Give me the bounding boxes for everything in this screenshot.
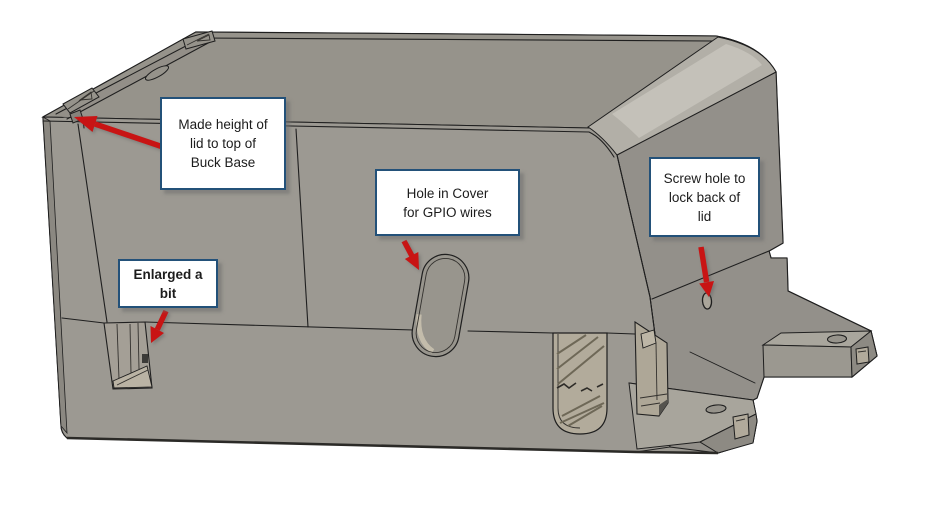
arrow-lid-height	[74, 116, 164, 150]
callout-text-line: Enlarged a	[133, 266, 203, 282]
callout-text-line: Hole in Cover	[406, 185, 489, 201]
upper-tab-side-hole	[855, 346, 870, 365]
callout-text-line: Screw hole to	[663, 170, 746, 186]
callout-text-line: Buck Base	[190, 155, 256, 170]
arrow-screw-lock	[698, 246, 714, 297]
connector-marks	[556, 382, 604, 392]
arrow-gpio-hole	[401, 239, 419, 270]
gpio-hole	[411, 253, 470, 358]
lower-tab-side-hole	[732, 413, 750, 440]
left-edge-face	[42, 116, 68, 435]
rim-slot-back	[182, 30, 216, 50]
corner-cutout	[634, 320, 669, 417]
upper-tab-screw-hole	[826, 334, 848, 344]
bottom-edge	[66, 436, 719, 455]
arrow-enlarged	[150, 309, 169, 343]
callout-text-line: lid	[697, 208, 712, 224]
callout-lid-height: Made height of lid to top of Buck Base	[160, 97, 286, 190]
enclosure-model	[41, 30, 878, 455]
lower-tab-screw-hole	[705, 404, 727, 414]
callout-text-line: bit	[159, 285, 177, 301]
corner-fillet-band	[587, 36, 777, 156]
usb-cutout	[552, 332, 608, 435]
lid-seam-lines	[42, 37, 770, 448]
lid-lock-screw-hole	[701, 292, 713, 310]
callout-text-line: for GPIO wires	[403, 204, 492, 220]
callout-screw-lock: Screw hole to lock back of lid	[649, 157, 760, 237]
callout-text-line: lid to top of	[189, 136, 257, 151]
callout-enlarged: Enlarged a bit	[118, 259, 218, 308]
callout-text-line: Made height of	[178, 117, 268, 132]
callout-gpio-hole: Hole in Cover for GPIO wires	[375, 169, 520, 236]
rim-slot-front	[62, 87, 100, 114]
rim-channel	[55, 30, 216, 129]
upper-mount-tab	[761, 330, 878, 379]
left-slot	[103, 321, 153, 390]
heatsink-fins	[556, 334, 605, 427]
callout-text-line: lock back of	[668, 189, 741, 205]
rim-oval-hole	[144, 65, 170, 81]
